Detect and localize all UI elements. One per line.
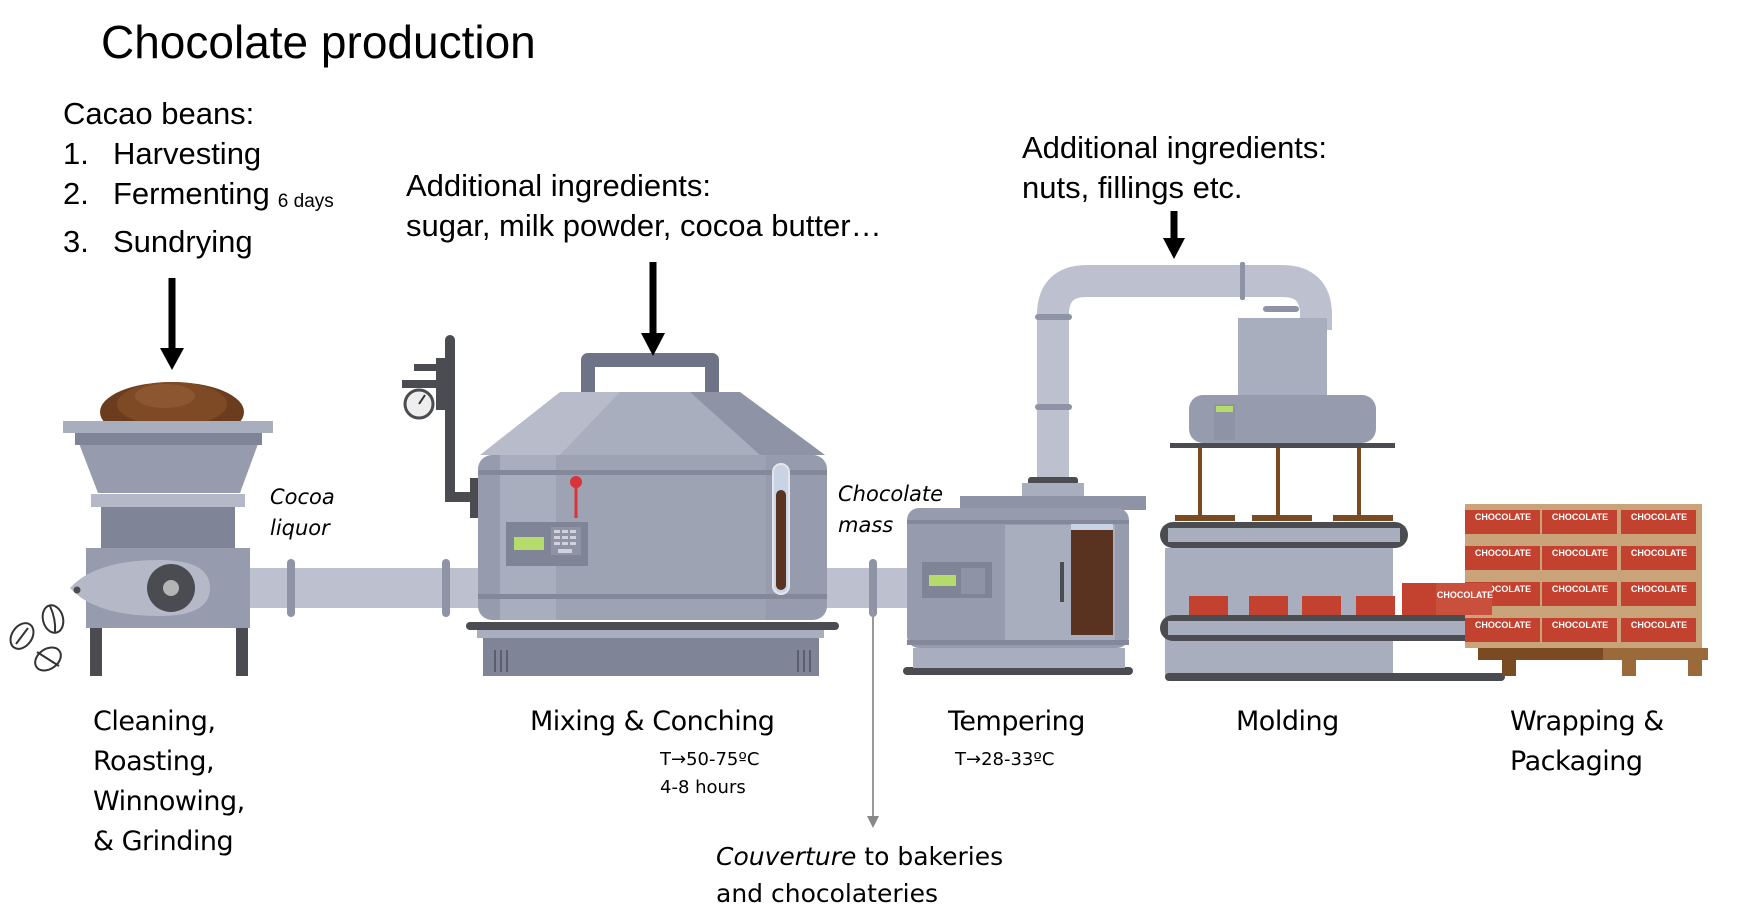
cacao-step: 3. Sundrying xyxy=(63,224,253,259)
stage-conching: Mixing & Conching xyxy=(530,706,775,737)
stage-packaging: Wrapping & Packaging xyxy=(1510,706,1664,777)
coffee-bean-icons xyxy=(9,604,65,672)
chocolate-box xyxy=(1436,583,1492,615)
box-label: CHOCOLATE xyxy=(1631,584,1687,594)
chocolate-box xyxy=(1621,582,1696,606)
box-label: CHOCOLATE xyxy=(1631,512,1687,522)
page-title: Chocolate production xyxy=(101,16,536,68)
overhead-pipe xyxy=(1037,265,1332,478)
chocolate-box xyxy=(1542,510,1617,534)
lcd-display xyxy=(514,537,544,550)
tempering-machine xyxy=(903,477,1146,675)
chocolate-box xyxy=(1621,618,1696,642)
conching-machine xyxy=(402,335,839,676)
molding-ingredients: Additional ingredients: nuts, fillings e… xyxy=(1022,130,1328,205)
box-label: CHOCOLATE xyxy=(1475,512,1531,522)
chocolate-tank xyxy=(1071,530,1113,635)
box-label: CHOCOLATE xyxy=(1552,620,1608,630)
pallet-leg xyxy=(1688,660,1702,676)
pressure-gauge-stand xyxy=(402,335,483,518)
cacao-step: 1. Harvesting xyxy=(63,136,262,171)
box-label: CHOCOLATE xyxy=(1475,584,1531,594)
couverture-arrow xyxy=(867,610,879,828)
molding-machine xyxy=(1160,318,1505,681)
fermenting-duration: 6 days xyxy=(277,191,334,212)
box-label: CHOCOLATE xyxy=(1631,620,1687,630)
box-label: CHOCOLATE xyxy=(1552,584,1608,594)
cocoa-liquor-label: Cocoa liquor xyxy=(270,485,335,540)
pallet-leg xyxy=(1622,660,1636,676)
couverture-note: Couverture to bakeries and chocolateries xyxy=(716,842,1004,908)
tempering-conditions: T→28-33ºC xyxy=(955,749,1055,770)
box-label: CHOCOLATE xyxy=(1437,590,1493,600)
chocolate-box xyxy=(1621,546,1696,570)
mixing-ingredients: Additional ingredients: sugar, milk powd… xyxy=(406,168,882,243)
box-label: CHOCOLATE xyxy=(1475,620,1531,630)
box-label: CHOCOLATE xyxy=(1552,548,1608,558)
cacao-step: 2. Fermenting 6 days xyxy=(63,174,334,222)
chocolate-mass-label: Chocolate mass xyxy=(838,482,944,537)
chocolate-bars-on-belt xyxy=(1189,596,1395,615)
box-label: CHOCOLATE xyxy=(1631,548,1687,558)
cacao-heading: Cacao beans: xyxy=(63,96,255,131)
chocolate-box xyxy=(1542,582,1617,606)
stage-tempering: Tempering xyxy=(948,706,1085,737)
chocolate-box xyxy=(1465,546,1540,570)
chocolate-box xyxy=(1542,618,1617,642)
chocolate-box xyxy=(1621,510,1696,534)
stage-grinding: Cleaning, Roasting, Winnowing, & Grindin… xyxy=(93,706,245,857)
conching-conditions: T→50-75ºC 4-8 hours xyxy=(660,749,760,798)
chocolate-box xyxy=(1542,546,1617,570)
chocolate-box xyxy=(1465,618,1540,642)
box-label: CHOCOLATE xyxy=(1552,512,1608,522)
stage-molding: Molding xyxy=(1236,706,1339,737)
cacao-steps: Cacao beans: 1. Harvesting 2. Fermenting… xyxy=(63,94,334,262)
box-label: CHOCOLATE xyxy=(1475,548,1531,558)
grinder-machine xyxy=(9,382,273,676)
chocolate-box xyxy=(1465,510,1540,534)
pallet-leg xyxy=(1502,660,1516,676)
